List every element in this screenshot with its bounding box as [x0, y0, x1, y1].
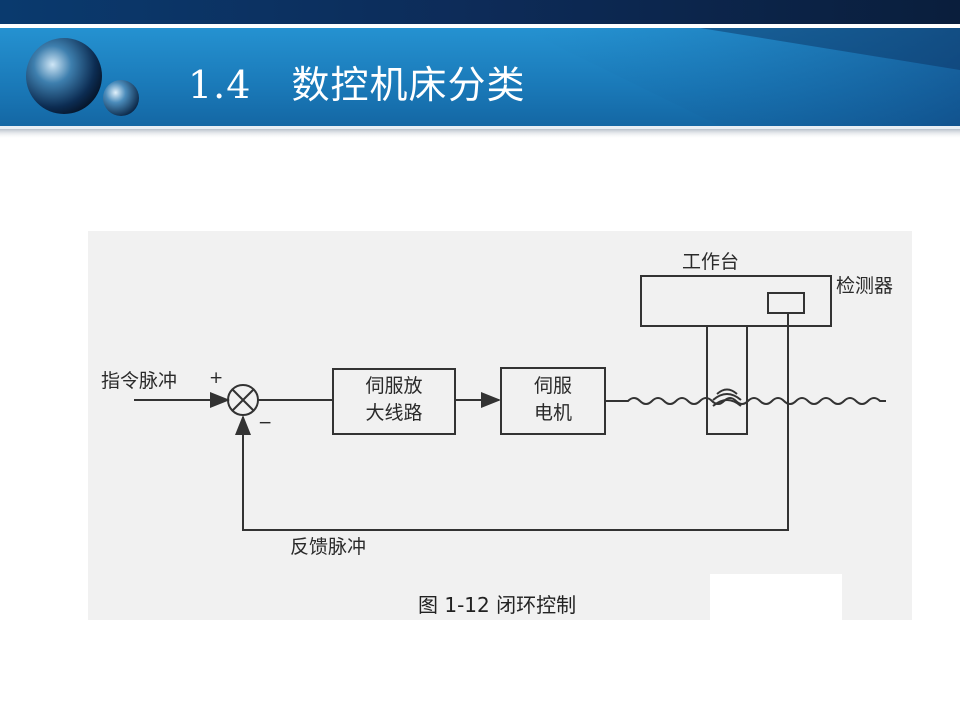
worktable-box	[640, 275, 832, 327]
title-text: 数控机床分类	[291, 63, 526, 107]
servo-amp-box	[332, 368, 456, 435]
servo-amp-line2: 大线路	[365, 402, 423, 424]
detector-label: 检测器	[836, 275, 894, 297]
caption-mask	[710, 574, 842, 620]
minus-sign: −	[258, 413, 273, 433]
feedback-path	[242, 313, 789, 531]
servo-motor-label: 伺服 电机	[501, 373, 605, 427]
servo-motor-line1: 伺服	[533, 375, 572, 397]
section-number: 1.4	[188, 63, 252, 107]
plus-sign: +	[209, 368, 224, 388]
servo-motor-line2: 电机	[533, 402, 572, 424]
closed-loop-diagram: 指令脉冲 + − 伺服放 大线路 伺服 电机 工作台 检测器 反馈脉冲 图 1-…	[88, 231, 912, 620]
header-background	[0, 0, 960, 139]
servo-amp-line1: 伺服放	[365, 375, 423, 397]
slide-title: 1.4 数控机床分类	[188, 54, 525, 109]
worktable-nut	[706, 325, 748, 435]
lead-screw	[605, 397, 886, 405]
servo-amp-label: 伺服放 大线路	[333, 373, 455, 427]
figure-caption: 图 1-12 闭环控制	[418, 593, 577, 617]
globe-small-icon	[103, 80, 139, 116]
worktable-label: 工作台	[682, 251, 740, 273]
slide-header: 1.4 数控机床分类	[0, 0, 960, 140]
feedback-label: 反馈脉冲	[290, 536, 367, 558]
detector-box	[767, 292, 805, 314]
input-label: 指令脉冲	[101, 370, 178, 392]
globe-large-icon	[26, 38, 102, 114]
diagram-lines	[134, 275, 886, 531]
